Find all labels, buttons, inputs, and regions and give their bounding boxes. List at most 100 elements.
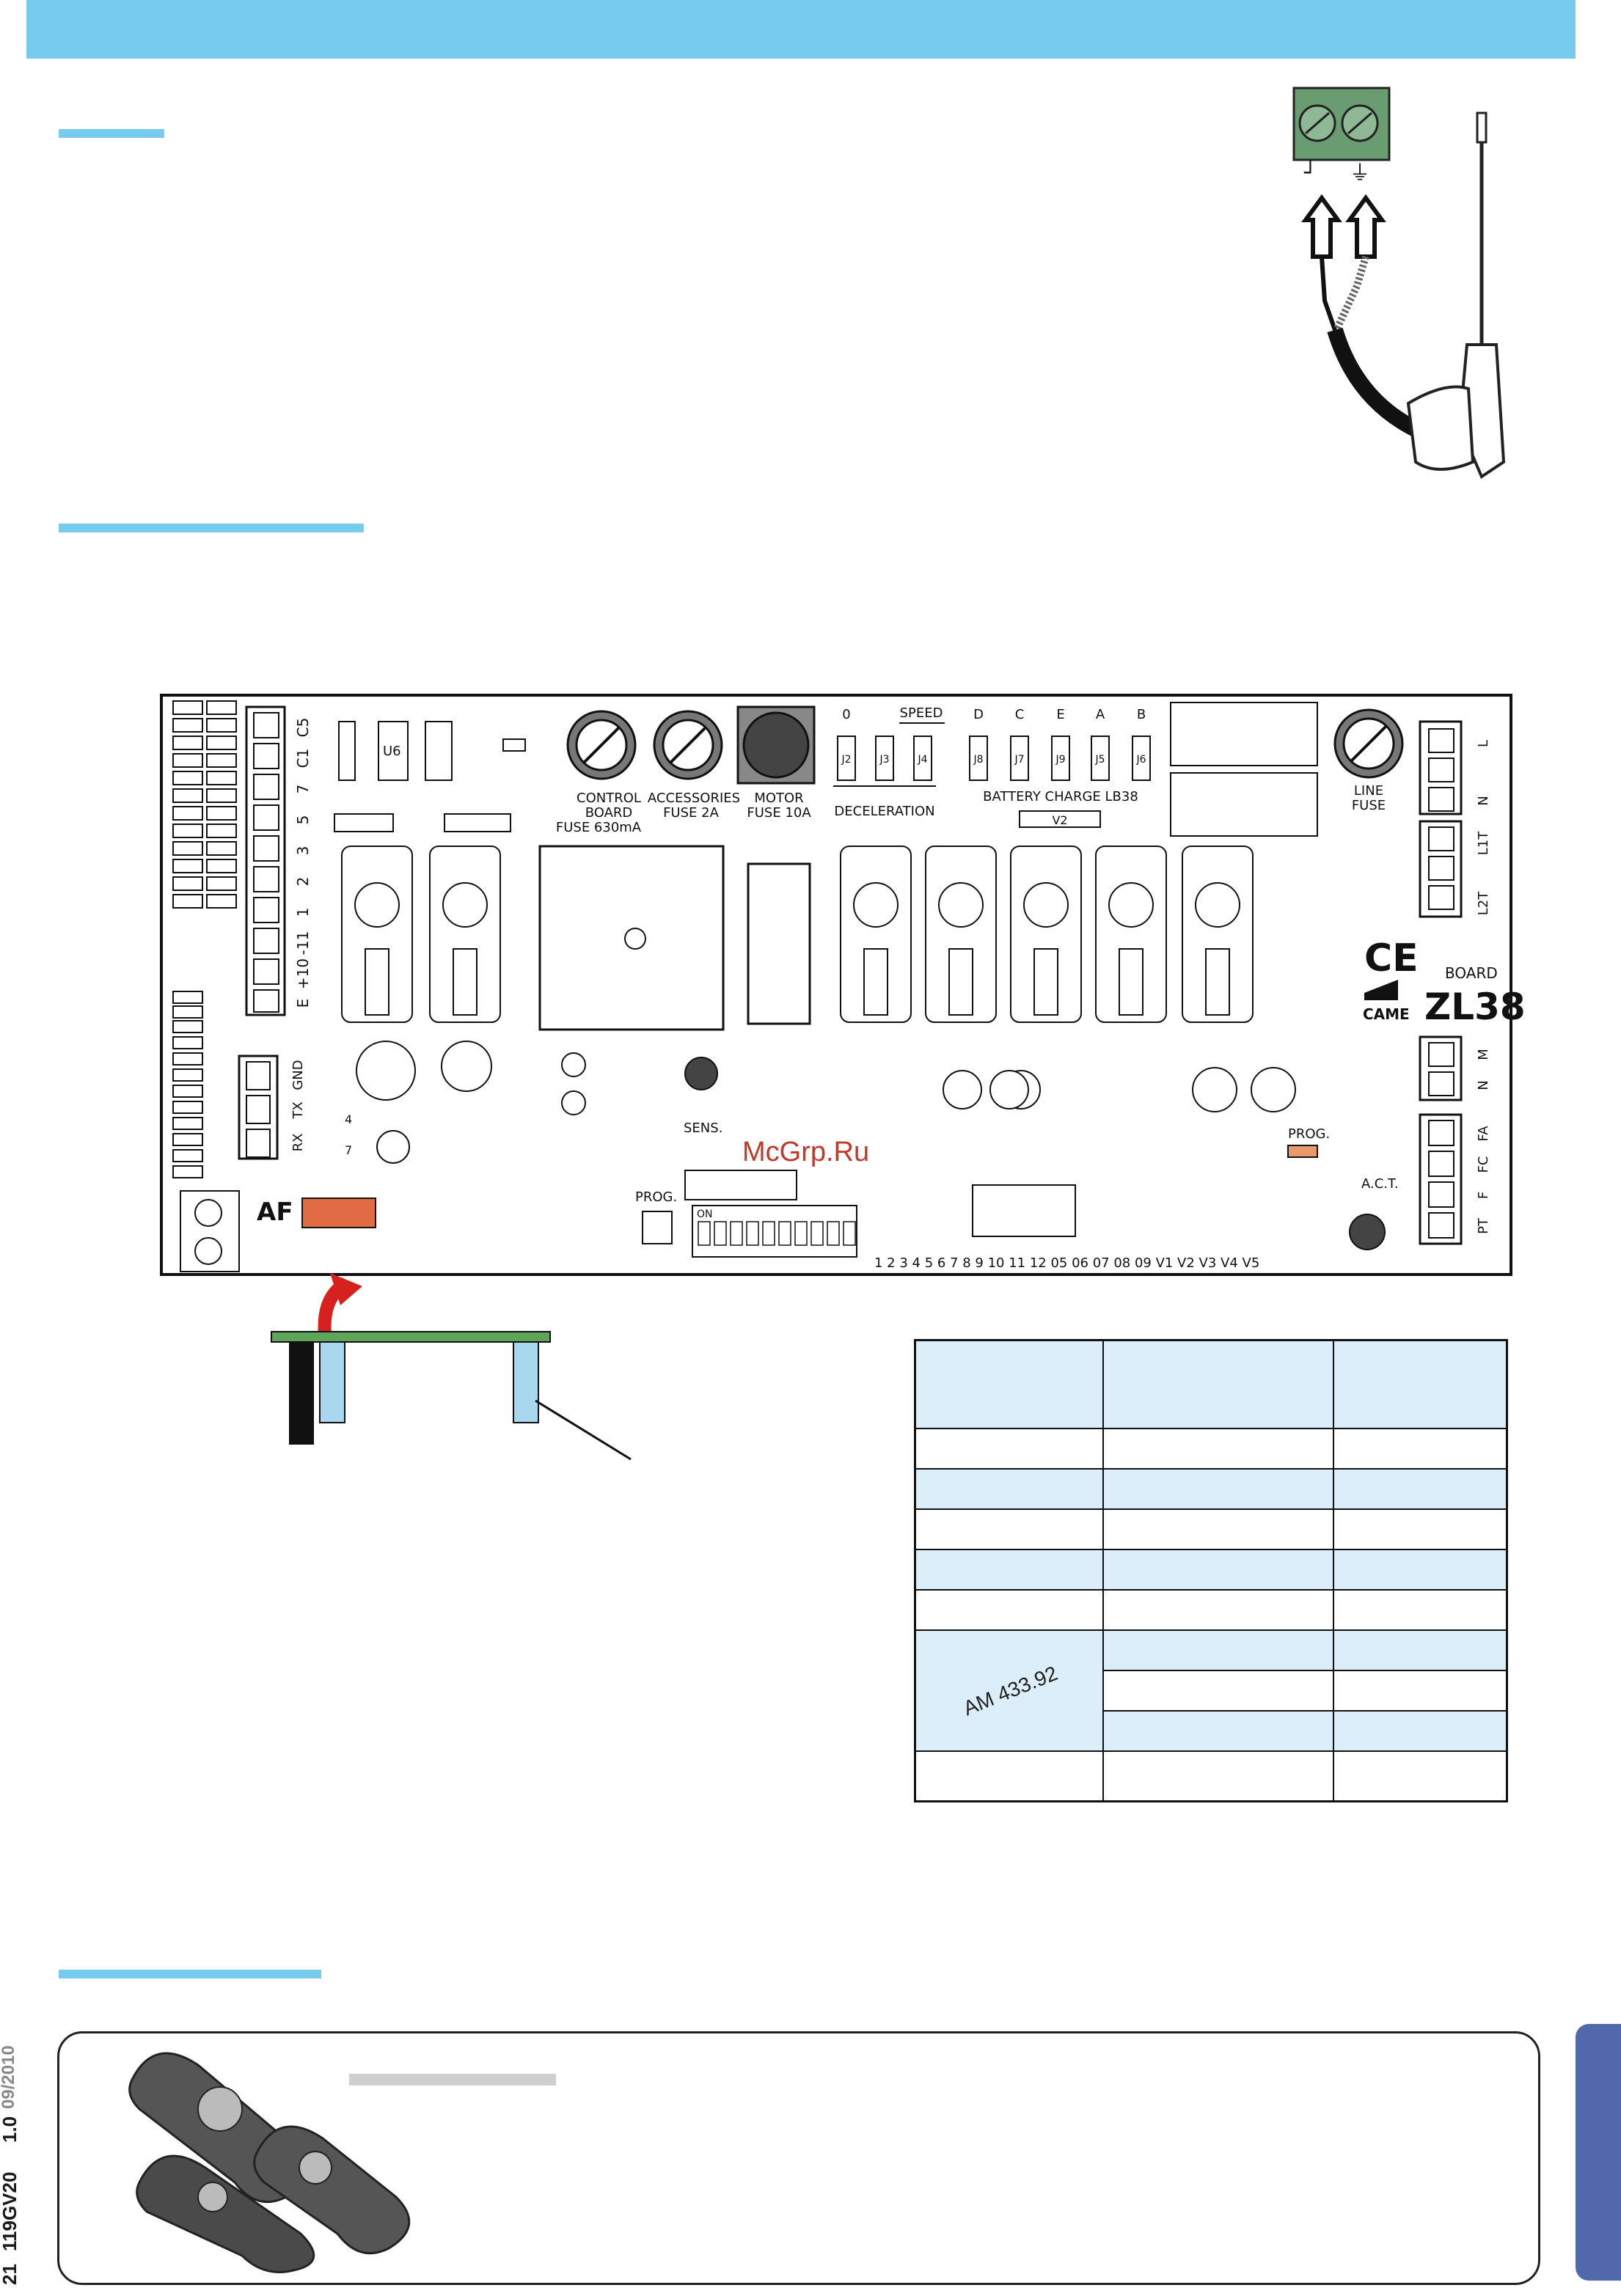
section-rule-3 — [59, 1970, 321, 1978]
capacitor-block — [747, 862, 811, 1025]
line-fuse-label-2: FUSE — [1352, 798, 1386, 813]
microcontroller — [972, 1184, 1076, 1237]
terminal-label-l2t: L2T — [1476, 891, 1491, 915]
terminal-label-c5: C5 — [294, 718, 312, 738]
ground-terminal-symbol: ⏚ — [1350, 161, 1370, 185]
dip-on-label: ON — [697, 1208, 713, 1220]
ce-mark: CE — [1364, 936, 1419, 980]
act-trimmer — [1349, 1214, 1386, 1250]
terminal-label-1: 1 — [294, 908, 312, 917]
terminal-label-n: N — [1476, 796, 1491, 805]
control-board-diagram: C5 C1 7 5 3 2 1 -11 +10 E U6 CONTROL BOA… — [160, 694, 1526, 1276]
table-cell — [1102, 1588, 1334, 1631]
terminal-label-n-motor: N — [1476, 1080, 1491, 1090]
remote-controls-box — [57, 2031, 1540, 2285]
jumper-j4: J4 — [917, 754, 927, 766]
jumper-j7: J7 — [1014, 754, 1024, 766]
table-cell — [1102, 1548, 1334, 1591]
v2-label: V2 — [1052, 813, 1067, 827]
left-component-array — [172, 700, 237, 909]
sens-label: SENS. — [684, 1121, 722, 1136]
table-cell — [1333, 1588, 1508, 1631]
frequency-table — [914, 1339, 1508, 1802]
table-header-cell — [1102, 1339, 1334, 1429]
relay — [1170, 772, 1318, 837]
terminal-label-tx: TX — [290, 1101, 306, 1119]
watermark: McGrp.Ru — [742, 1137, 870, 1167]
jumper-j9: J9 — [1055, 754, 1065, 766]
terminal-label-fa: FA — [1476, 1126, 1491, 1142]
table-cell — [1102, 1508, 1334, 1550]
header-bar — [26, 0, 1576, 59]
jumper-letter-b: B — [1137, 707, 1146, 722]
terminal-label-gnd: GND — [290, 1060, 306, 1090]
fuse-accessories-label-2: FUSE 2A — [663, 805, 720, 821]
antenna-illustration: ┘ ⏚ — [1292, 87, 1506, 479]
model-name: ZL38 — [1424, 986, 1526, 1028]
terminal-strip-lamp: L1T L2T — [1419, 820, 1491, 918]
doc-code: 119GV20 — [0, 2171, 21, 2251]
jumper-letter-0: 0 — [842, 707, 850, 722]
fuse-control-label-2: BOARD — [585, 805, 633, 821]
side-document-code: 21 119GV20 1.0 09/2010 — [0, 1907, 23, 2288]
revision: 1.0 — [0, 2116, 21, 2143]
table-cell — [1333, 1428, 1508, 1470]
jumper-letter-a: A — [1096, 707, 1105, 722]
table-cell — [1333, 1750, 1508, 1802]
chapter-tab — [1576, 2024, 1621, 2281]
table-cell — [914, 1467, 1104, 1510]
fuse-motor-label-2: FUSE 10A — [747, 805, 811, 821]
relay-row — [341, 846, 1254, 1023]
af-board — [271, 1331, 551, 1343]
jumper-j8: J8 — [973, 754, 983, 766]
remote-control-icon — [136, 2154, 315, 2273]
table-cell — [1333, 1629, 1508, 1671]
terminal-label-l: L — [1476, 740, 1491, 747]
terminal-label-m: M — [1476, 1049, 1491, 1060]
fuse-accessories-label-1: ACCESSORIES — [648, 791, 740, 806]
prog-led — [1287, 1145, 1318, 1158]
terminal-label-c1: C1 — [294, 749, 312, 769]
terminal-label-3: 3 — [294, 846, 312, 856]
remote-controls-illustration — [128, 2052, 411, 2273]
jumper-side-4: 4 — [345, 1112, 352, 1126]
fuse-motor-label-1: MOTOR — [754, 791, 803, 806]
relay — [1170, 702, 1318, 766]
fuse-control-label-1: CONTROL — [577, 791, 641, 806]
section-rule-1 — [59, 129, 164, 138]
table-header-cell — [914, 1339, 1104, 1429]
table-cell — [1333, 1508, 1508, 1550]
section-rule-2 — [59, 524, 364, 532]
terminal-label-7: 7 — [294, 785, 312, 794]
table-cell — [1333, 1709, 1508, 1752]
u6-label: U6 — [383, 744, 401, 759]
terminal-strip-power: L N — [1419, 720, 1491, 815]
table-cell — [914, 1750, 1104, 1802]
jumper-letter-e: E — [1056, 707, 1064, 722]
terminal-label-fc: FC — [1476, 1156, 1491, 1173]
terminal-label-l1t: L1T — [1476, 831, 1491, 855]
jumper-j6: J6 — [1135, 754, 1146, 766]
up-arrow-icon — [1301, 194, 1342, 259]
jumper-letter-d: D — [973, 707, 984, 722]
remote-control-icon — [253, 2125, 411, 2255]
up-arrow-icon — [1345, 194, 1386, 259]
radio-module-illustration — [271, 1273, 632, 1461]
terminal-strip-motor: M N — [1419, 1035, 1491, 1101]
signal-terminal-symbol: ┘ — [1303, 160, 1317, 185]
jumper-pins — [837, 736, 1151, 781]
table-header-cell — [1333, 1339, 1508, 1429]
table-cell — [1102, 1750, 1334, 1802]
coax-cable — [1327, 327, 1427, 441]
jumper-j3: J3 — [879, 754, 889, 766]
fuse-motor — [736, 705, 816, 785]
table-cell — [914, 1508, 1104, 1550]
table-cell — [1333, 1548, 1508, 1591]
terminal-label-pt: PT — [1476, 1217, 1491, 1234]
terminal-label-5: 5 — [294, 815, 312, 825]
terminal-label-f: F — [1476, 1192, 1491, 1199]
table-cell — [1333, 1467, 1508, 1510]
af-connector — [301, 1197, 376, 1228]
af-label: AF — [257, 1197, 293, 1227]
page-number: 21 — [0, 2264, 21, 2285]
